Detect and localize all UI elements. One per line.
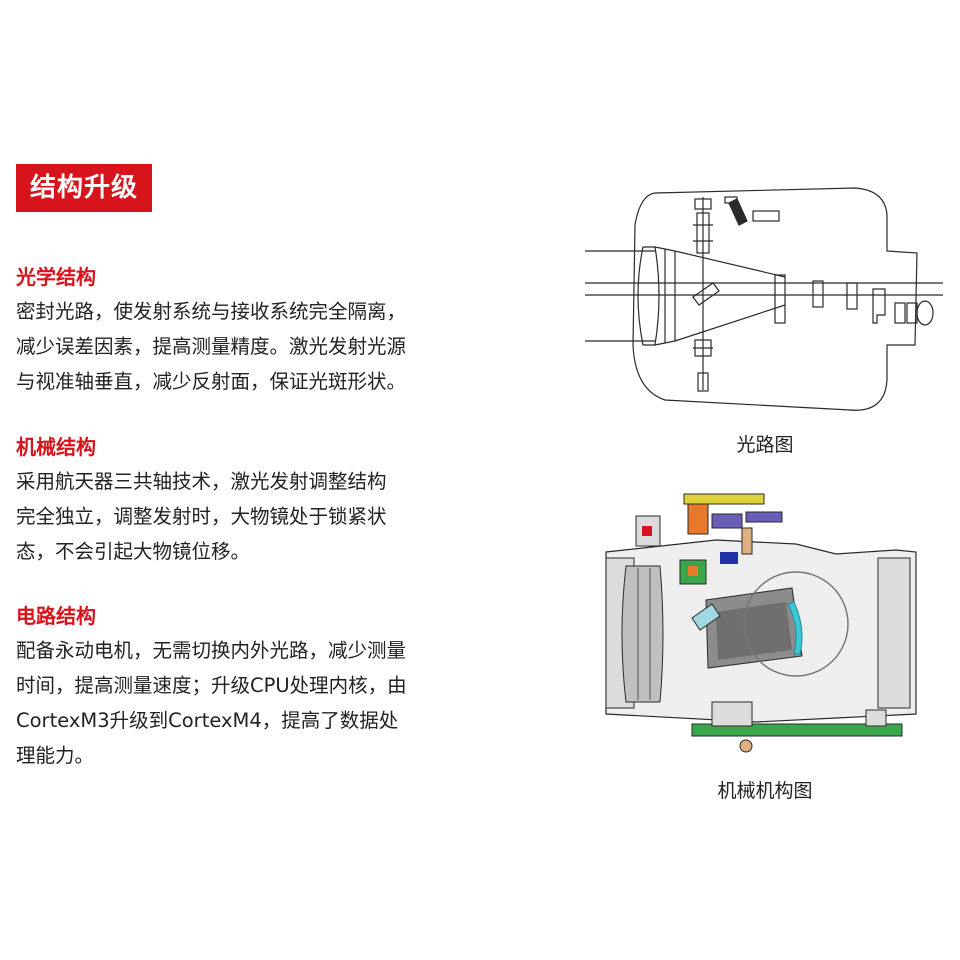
mechanical-structure-section: 机械结构 采用航天器三共轴技术，激光发射调整结构 完全独立，调整发射时，大物镜处…	[16, 432, 486, 569]
optical-structure-line: 减少误差因素，提高测量精度。激光发射光源	[16, 335, 407, 358]
bottom-pcb	[691, 723, 903, 737]
optical-path-caption: 光路图	[736, 434, 794, 456]
mechanical-structure-title: 机械结构	[16, 435, 96, 459]
mechanical-structure-line: 态，不会引起大物镜位移。	[16, 540, 251, 563]
optical-structure-title: 光学结构	[16, 265, 96, 289]
circuit-structure-title: 电路结构	[16, 604, 96, 628]
section-badge-label: 结构升级	[29, 173, 138, 203]
optical-structure-line: 密封光路，使发射系统与接收系统完全隔离，	[16, 300, 407, 323]
mechanical-structure-diagram	[596, 492, 926, 762]
optical-structure-section: 光学结构 密封光路，使发射系统与接收系统完全隔离， 减少误差因素，提高测量精度。…	[16, 262, 486, 399]
top-pcb	[683, 493, 765, 505]
optical-path-diagram	[585, 185, 945, 415]
mechanical-structure-line: 完全独立，调整发射时，大物镜处于锁紧状	[16, 505, 387, 528]
circuit-structure-section: 电路结构 配备永动电机，无需切换内外光路，减少测量 时间，提高测量速度；升级CP…	[16, 601, 486, 773]
objective-lens	[621, 565, 664, 703]
optical-structure-line: 与视准轴垂直，减少反射面，保证光斑形状。	[16, 370, 407, 393]
circuit-structure-line: 时间，提高测量速度；升级CPU处理内核，由	[16, 674, 407, 697]
receiver-lens	[787, 601, 803, 655]
mechanical-structure-line: 采用航天器三共轴技术，激光发射调整结构	[16, 470, 387, 493]
circuit-structure-line: CortexM3升级到CortexM4，提高了数据处	[16, 709, 399, 732]
circuit-structure-line: 理能力。	[16, 744, 95, 767]
circuit-structure-line: 配备永动电机，无需切换内外光路，减少测量	[16, 639, 407, 662]
section-badge: 结构升级	[16, 164, 152, 212]
objective-lens	[637, 246, 660, 346]
beam-splitter-prism	[692, 282, 720, 306]
housing-outline	[632, 187, 918, 411]
mechanical-structure-caption: 机械机构图	[717, 780, 813, 802]
